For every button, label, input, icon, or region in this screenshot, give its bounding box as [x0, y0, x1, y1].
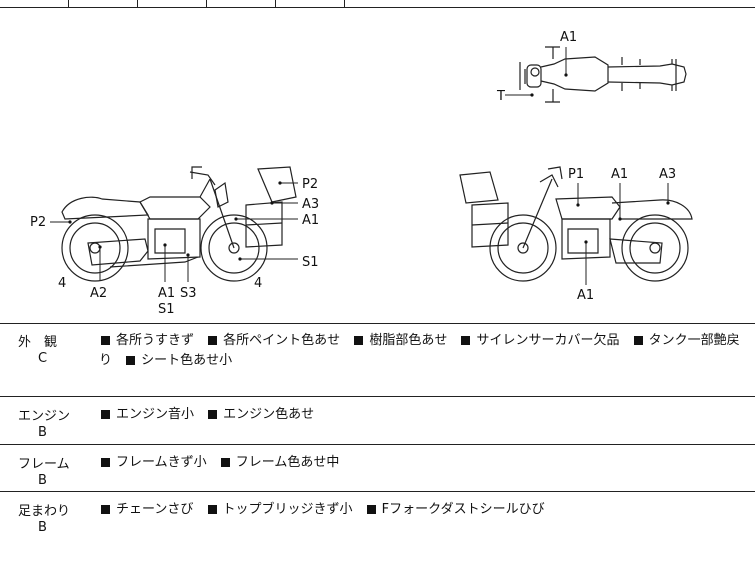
condition-row-frame: フレーム B フレームきず小 フレーム色あせ中	[0, 445, 755, 492]
row-category: エンジン	[18, 409, 71, 424]
bullet-square-icon	[633, 335, 643, 345]
row-category: フレーム	[18, 457, 70, 472]
condition-item: 樹脂部色あせ	[369, 333, 448, 348]
row-description: 各所うすきず 各所ペイント色あせ 樹脂部色あせ サイレンサーカバー欠品 タンク一…	[99, 331, 749, 371]
label-top-a1: A1	[560, 30, 577, 45]
row-description: チェーンさび トップブリッジきず小 Fフォークダストシールひび	[99, 500, 749, 520]
condition-item: エンジン音小	[116, 407, 195, 422]
label-right-a3: A3	[659, 167, 676, 182]
condition-row-engine: エンジン B エンジン音小 エンジン色あせ	[0, 397, 755, 445]
bullet-square-icon	[101, 335, 110, 345]
bullet-square-icon	[220, 457, 230, 467]
row-grade: B	[38, 425, 47, 440]
condition-row-suspension: 足まわり B チェーンさび トップブリッジきず小 Fフォークダストシールひび	[0, 492, 755, 560]
motorcycle-diagrams: A1 T P2 A3 A1 S1 P2 4 A2 A1 S3 S1 4 P1 A…	[30, 30, 693, 317]
label-left-s3: S3	[180, 286, 197, 301]
condition-item: エンジン色あせ	[223, 407, 315, 422]
row-grade: B	[38, 473, 47, 488]
row-description: フレームきず小 フレーム色あせ中	[99, 453, 749, 473]
label-left-a3: A3	[302, 197, 319, 212]
label-left-s1-bottom: S1	[158, 302, 175, 317]
condition-item: タンク一部艶戻り	[99, 333, 740, 368]
label-left-p2: P2	[30, 215, 46, 230]
label-left-p2-top: P2	[302, 177, 318, 192]
label-right-a1-top: A1	[611, 167, 628, 182]
condition-item: 各所うすきず	[116, 333, 195, 348]
label-left-a1-right: A1	[302, 213, 319, 228]
row-grade: C	[38, 351, 48, 366]
condition-item: Fフォークダストシールひび	[381, 502, 545, 517]
motorcycle-right-view	[459, 166, 693, 282]
bullet-square-icon	[101, 504, 110, 514]
condition-item: フレーム色あせ中	[235, 455, 340, 470]
row-description: エンジン音小 エンジン色あせ	[99, 405, 749, 425]
condition-item: フレームきず小	[116, 455, 207, 470]
bullet-square-icon	[461, 335, 471, 345]
condition-item: シート色あせ小	[141, 353, 233, 368]
bullet-square-icon	[126, 355, 136, 365]
bullet-square-icon	[207, 504, 217, 514]
condition-row-exterior: 外 観 C 各所うすきず 各所ペイント色あせ 樹脂部色あせ サイレンサーカバー欠…	[0, 323, 755, 397]
top-table-row-fragment	[0, 0, 755, 8]
label-top-t: T	[496, 89, 505, 104]
label-left-s1-right: S1	[302, 255, 319, 270]
bullet-square-icon	[101, 409, 110, 419]
label-left-a1-bottom: A1	[158, 286, 175, 301]
motorcycle-left-view	[61, 166, 297, 282]
damage-location-diagram: A1 T P2 A3 A1 S1 P2 4 A2 A1 S3 S1 4 P1 A…	[0, 7, 755, 324]
condition-item: 各所ペイント色あせ	[223, 333, 341, 348]
motorcycle-top-view	[519, 46, 687, 103]
bullet-square-icon	[366, 504, 376, 514]
label-left-4-right: 4	[254, 276, 262, 291]
bullet-square-icon	[208, 409, 218, 419]
condition-item: サイレンサーカバー欠品	[476, 333, 620, 348]
bullet-square-icon	[208, 335, 218, 345]
row-category: 外 観	[18, 335, 58, 350]
label-right-p1: P1	[568, 167, 584, 182]
condition-item: チェーンさび	[116, 502, 194, 517]
row-category: 足まわり	[18, 504, 71, 519]
label-left-4: 4	[58, 276, 66, 291]
row-grade: B	[38, 520, 47, 535]
label-left-a2: A2	[90, 286, 107, 301]
bullet-square-icon	[354, 335, 364, 345]
bullet-square-icon	[101, 457, 110, 467]
condition-item: トップブリッジきず小	[222, 502, 353, 517]
label-right-a1-bottom: A1	[577, 288, 594, 303]
